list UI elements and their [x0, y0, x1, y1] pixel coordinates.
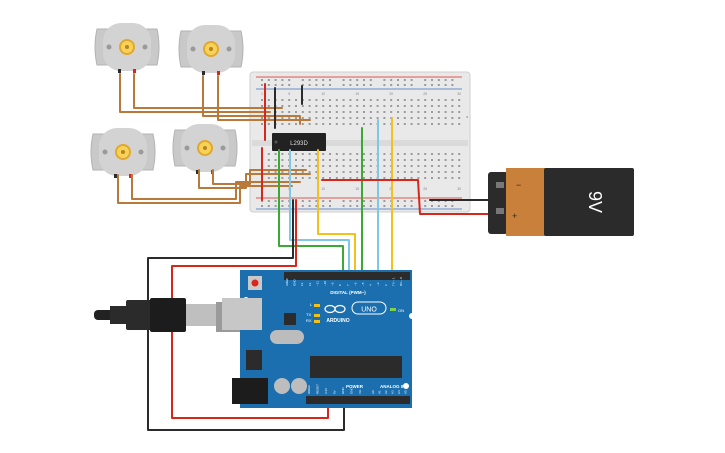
battery-plus-label: + — [512, 211, 517, 221]
analog-pin-label: A3 — [391, 390, 395, 394]
bb-column-label: 15 — [355, 92, 359, 96]
digital-pin-label: 12 — [308, 282, 312, 286]
bb-column-label: 25 — [423, 187, 427, 191]
wire-battery-red — [321, 179, 491, 215]
digital-pin-label: ~3 — [376, 282, 380, 286]
wire-motor1-b — [133, 73, 283, 109]
bb-column-label: 5 — [288, 92, 290, 96]
analog-pin-label: A4 — [397, 390, 401, 394]
power-pin-label: RESET — [316, 384, 320, 394]
brand-label: ARDUINO — [326, 318, 349, 324]
analog-pin-label: A1 — [378, 390, 382, 394]
wire-motor3-b — [131, 174, 301, 200]
wire-yellow-1 — [317, 149, 356, 277]
arduino-logo — [324, 301, 387, 315]
digital-header — [284, 272, 410, 280]
digital-pin-label: RX←0 — [399, 277, 403, 286]
bb-column-label: 1 — [261, 92, 263, 96]
digital-pin-label: 13 — [300, 282, 304, 286]
digital-pin-label: GND — [293, 279, 297, 287]
led-on-label: ON — [398, 308, 404, 313]
model-label: UNO — [361, 307, 377, 314]
digital-pin-label: 8 — [338, 284, 342, 286]
power-header — [306, 396, 370, 404]
led-tx-label: TX — [306, 312, 311, 317]
wire-green-1 — [278, 149, 344, 277]
power-pin-label: GND — [341, 387, 345, 395]
wire-gnd-black — [147, 199, 345, 431]
bb-column-label: 15 — [355, 187, 359, 191]
wire-motor4-b — [212, 169, 307, 185]
l293d-chip[interactable]: L293D — [272, 133, 326, 151]
battery-9v[interactable]: − + 9V — [488, 168, 634, 236]
digital-pin-label: TX→1 — [391, 277, 395, 286]
bb-row-label: a — [466, 114, 469, 119]
digital-pin-label: AREF — [285, 278, 289, 286]
battery-label: 9V — [585, 191, 605, 213]
digital-pin-label: 2 — [384, 284, 388, 286]
bb-column-label: 10 — [321, 187, 325, 191]
digital-pin-label: ~10 — [323, 281, 327, 286]
wire-motor4-a — [198, 169, 311, 189]
wires — [117, 73, 491, 431]
analog-label: ANALOG IN — [380, 384, 405, 389]
analog-pin-label: A0 — [371, 390, 375, 394]
digital-pin-label: 7 — [346, 284, 350, 286]
digital-label: DIGITAL (PWM~) — [330, 290, 366, 295]
wire-blue-1 — [289, 149, 350, 277]
bb-column-label: 30 — [457, 187, 461, 191]
atmega-chip — [310, 356, 402, 378]
dc-motor[interactable] — [178, 25, 244, 75]
analog-pin-label: A5 — [404, 390, 408, 394]
power-label: POWER — [346, 384, 364, 389]
digital-pin-label: ~11 — [315, 281, 319, 286]
led-rx-label: RX — [306, 318, 312, 323]
digital-pin-label: ~5 — [361, 282, 365, 286]
digital-pin-label: 4 — [369, 284, 373, 286]
bb-column-label: 20 — [389, 92, 393, 96]
bb-column-label: 10 — [321, 92, 325, 96]
wire-motor1-a — [119, 73, 271, 113]
dc-motors — [90, 23, 244, 178]
usb-port — [222, 298, 262, 330]
power-pin-label: Vin — [358, 389, 362, 394]
bb-column-label: 25 — [423, 92, 427, 96]
power-pin-label: IOREF — [307, 385, 311, 394]
digital-pin-label: ~9 — [331, 282, 335, 286]
led-l-label: L — [310, 302, 313, 307]
dc-motor[interactable] — [94, 23, 160, 73]
wire-motor3-a — [117, 174, 293, 204]
chip-label: L293D — [290, 141, 308, 147]
power-pin-label: GND — [350, 387, 354, 395]
battery-minus-label: − — [516, 180, 521, 190]
bb-column-label: 30 — [457, 92, 461, 96]
wire-motor2-b — [217, 75, 311, 121]
analog-header — [370, 396, 410, 404]
dc-jack — [232, 378, 268, 404]
power-pin-label: 5V — [333, 390, 337, 394]
power-pin-label: 3.3V — [324, 388, 328, 394]
dc-motor[interactable] — [90, 128, 156, 178]
dc-motor[interactable] — [172, 124, 238, 174]
wire-5v-red — [171, 199, 329, 419]
analog-pin-label: A2 — [384, 390, 388, 394]
digital-pin-label: ~6 — [353, 282, 357, 286]
